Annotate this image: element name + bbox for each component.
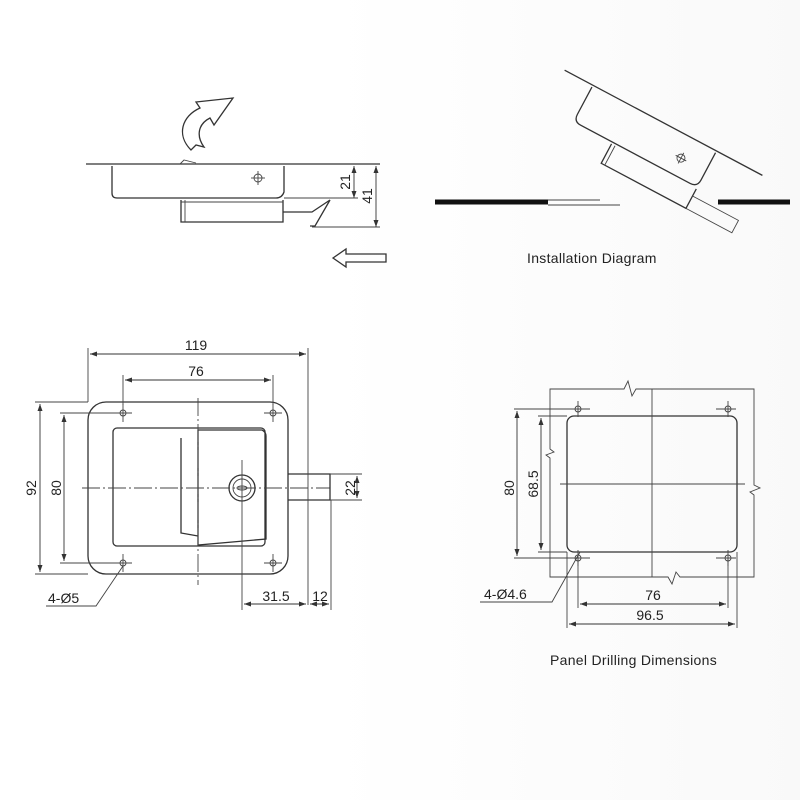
panel-drilling-caption: Panel Drilling Dimensions bbox=[550, 652, 717, 668]
panel-drilling-diagram: 80 68.5 76 96.5 4-Ø4.6 Panel Drilling Di… bbox=[480, 379, 762, 668]
side-view: 21 41 bbox=[86, 97, 387, 269]
front-dim-12: 12 bbox=[312, 588, 328, 604]
panel-hole-callout: 4-Ø4.6 bbox=[484, 586, 527, 602]
panel-mounting-holes bbox=[570, 401, 736, 566]
mounting-holes bbox=[114, 404, 282, 572]
panel-dim-96-5: 96.5 bbox=[636, 607, 663, 623]
panel-dim-68-5: 68.5 bbox=[525, 470, 541, 497]
panel-dim-76: 76 bbox=[645, 587, 661, 603]
front-view: 119 76 92 80 22 31.5 12 4-Ø5 bbox=[23, 337, 362, 610]
side-dim-21: 21 bbox=[337, 174, 353, 190]
left-arrow-icon bbox=[331, 247, 387, 269]
panel-dim-80: 80 bbox=[501, 480, 517, 496]
front-dim-119: 119 bbox=[185, 337, 208, 353]
front-dim-22: 22 bbox=[342, 480, 358, 496]
front-dim-92: 92 bbox=[23, 480, 39, 496]
installation-caption: Installation Diagram bbox=[527, 250, 657, 266]
front-dim-76: 76 bbox=[188, 363, 204, 379]
installation-diagram: Installation Diagram bbox=[435, 69, 790, 266]
curved-arrow-icon bbox=[181, 97, 235, 151]
front-hole-callout: 4-Ø5 bbox=[48, 590, 79, 606]
front-dim-80: 80 bbox=[48, 480, 64, 496]
front-dim-31-5: 31.5 bbox=[262, 588, 289, 604]
side-dim-41: 41 bbox=[359, 188, 375, 204]
